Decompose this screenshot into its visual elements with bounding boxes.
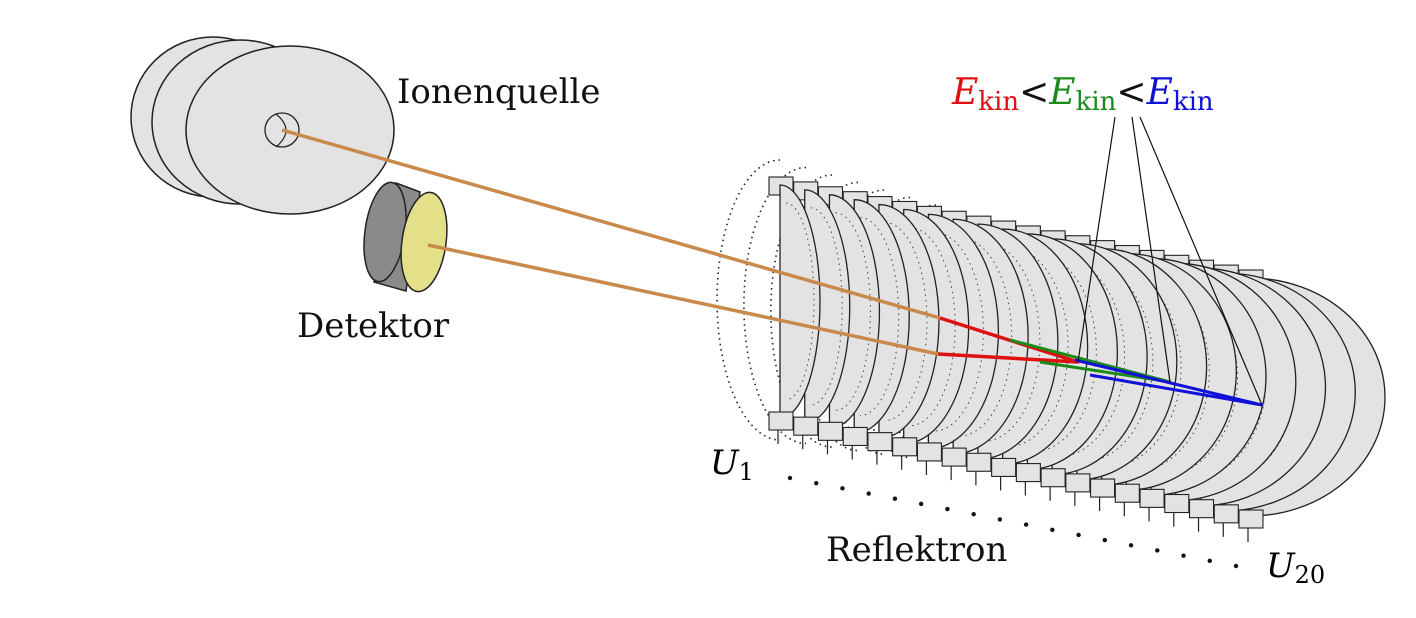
detector	[363, 181, 448, 293]
potential-dot	[1102, 537, 1108, 543]
electrode-bottom-tab	[768, 411, 794, 431]
electrode-bottom-tab	[793, 416, 819, 436]
potential-dot	[918, 501, 924, 507]
hidden-ring	[770, 174, 833, 448]
potential-dot	[892, 496, 898, 501]
electrode-u20-label: U20	[1266, 546, 1325, 589]
electrode-inner-ring	[860, 217, 900, 416]
electrode-bottom-tab	[991, 457, 1017, 477]
electrode-bottom-tab	[1164, 493, 1190, 514]
electrode-bottom-tab	[941, 447, 967, 467]
potential-dot	[1155, 548, 1160, 553]
beam-reflectron-to-detector	[427, 243, 939, 356]
energy-legend: Ekin<Ekin<Ekin	[951, 72, 1214, 117]
electrode-bottom-tab	[1040, 468, 1066, 488]
less-than-1: <	[1019, 72, 1049, 113]
electrode-inner-ring	[1008, 246, 1069, 447]
potential-dot	[1233, 563, 1239, 569]
detector-label: Detektor	[297, 306, 450, 346]
electrode-dots	[787, 475, 1239, 569]
potential-dot	[787, 475, 793, 481]
electrode-inner-ring	[785, 202, 815, 401]
electrode-inner-ring	[810, 207, 843, 406]
potential-dot	[1050, 527, 1055, 532]
legend-pointer-lines	[1077, 116, 1263, 406]
electrode-inner-ring	[1058, 256, 1126, 458]
energy-symbol-red: E	[951, 72, 978, 113]
electrode-bottom-tab	[1015, 463, 1041, 483]
potential-dot	[971, 512, 976, 517]
less-than-2: <	[1116, 72, 1146, 113]
potential-dot	[1128, 543, 1134, 548]
ion-source-label: Ionenquelle	[397, 72, 600, 112]
electrode-inner-ring	[835, 212, 871, 411]
ion-source	[130, 36, 395, 215]
potential-dot	[1207, 558, 1212, 564]
electrode-bottom-tab	[1213, 504, 1239, 524]
energy-sub-green: kin	[1076, 87, 1117, 117]
electrode-bottom-tab	[1114, 483, 1140, 503]
potential-dot	[945, 506, 950, 512]
energy-symbol-green: E	[1048, 72, 1075, 113]
electrode-bottom-tab	[842, 426, 868, 447]
electrode-bottom-tab	[1139, 488, 1165, 508]
electrode-inner-ring	[1132, 271, 1210, 473]
electrode-inner-ring	[884, 222, 928, 422]
electrode-bottom-tab	[817, 421, 844, 441]
energy-symbol-blue: E	[1146, 72, 1173, 113]
potential-dot	[866, 491, 871, 496]
energy-sub-red: kin	[978, 87, 1019, 117]
electrode-bottom-tab	[966, 452, 992, 472]
potential-dot	[1023, 522, 1029, 527]
energy-sub-blue: kin	[1173, 87, 1214, 117]
electrode-disk	[779, 184, 821, 419]
electrode-bottom-tab	[892, 437, 918, 457]
electrode-bottom-tab	[1238, 509, 1264, 529]
electrode-bottom-tab	[916, 442, 942, 462]
potential-dot	[1181, 553, 1186, 558]
reflectron	[716, 159, 1386, 542]
electrode-bottom-tab	[1090, 478, 1116, 498]
potential-dot	[814, 480, 819, 486]
electrode-inner-ring	[959, 236, 1013, 437]
electrode-bottom-tab	[1065, 473, 1091, 493]
electrode-u1-label: U1	[710, 443, 754, 486]
electrode-inner-ring	[983, 241, 1041, 442]
beam-source-to-reflectron	[281, 128, 941, 320]
hidden-ring	[716, 159, 781, 441]
electrode-bottom-tab	[1188, 499, 1215, 519]
potential-dot	[1076, 532, 1081, 538]
potential-dot	[840, 486, 845, 491]
electrode-bottom-tab	[867, 432, 893, 452]
potential-dot	[997, 517, 1003, 522]
reflectron-label: Reflektron	[826, 530, 1007, 570]
